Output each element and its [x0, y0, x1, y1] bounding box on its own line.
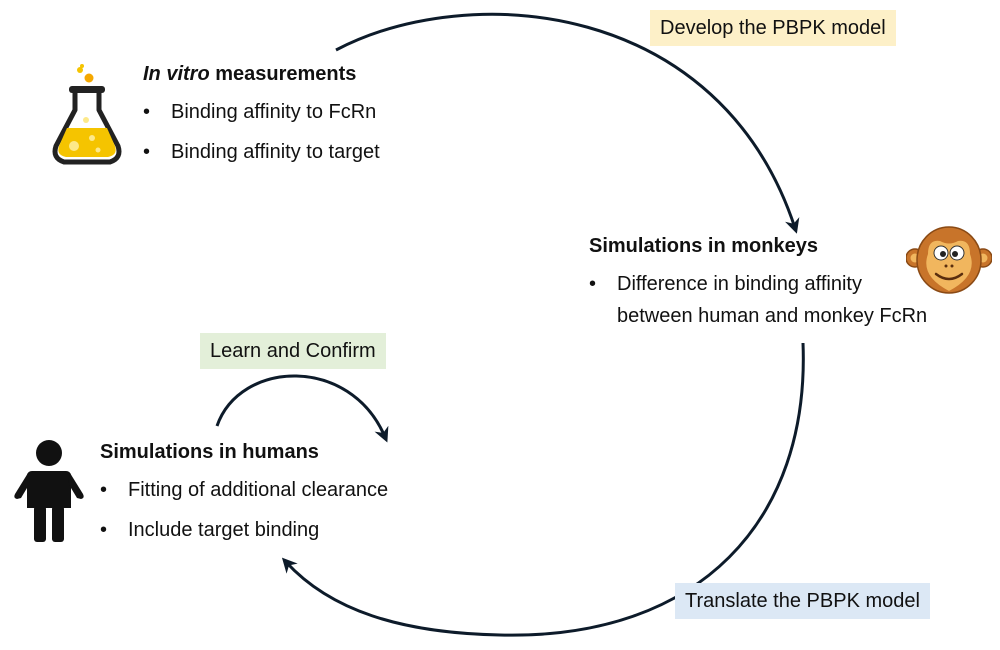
translate-label: Translate the PBPK model — [675, 583, 930, 619]
monkey-face-icon — [906, 226, 992, 294]
in-vitro-title: In vitro measurements — [143, 63, 380, 86]
in-vitro-block: In vitro measurements Binding affinity t… — [143, 63, 380, 180]
in-vitro-bullet: Binding affinity to target — [143, 140, 380, 164]
humans-title: Simulations in humans — [100, 441, 319, 463]
humans-bullet: Include target binding — [100, 518, 388, 542]
learn-confirm-arrow — [215, 374, 389, 443]
learn-confirm-label: Learn and Confirm — [200, 333, 386, 369]
flask-icon — [52, 64, 122, 165]
person-icon — [14, 440, 84, 542]
monkeys-title: Simulations in monkeys — [589, 235, 818, 257]
in-vitro-title-rest: measurements — [209, 63, 357, 85]
in-vitro-bullets: Binding affinity to FcRn Binding affinit… — [143, 100, 380, 164]
translate-arrow — [281, 342, 805, 637]
humans-bullet: Fitting of additional clearance — [100, 478, 388, 502]
monkeys-block: Simulations in monkeys Difference in bin… — [589, 235, 927, 328]
humans-block: Simulations in humans Fitting of additio… — [100, 441, 388, 558]
develop-arrow — [335, 12, 800, 234]
monkeys-bullet-continuation: between human and monkey FcRn — [617, 305, 928, 327]
in-vitro-title-italic: In vitro — [143, 63, 210, 85]
develop-label: Develop the PBPK model — [650, 10, 896, 46]
in-vitro-bullet: Binding affinity to FcRn — [143, 100, 380, 124]
monkeys-bullets: Difference in binding affinity — [589, 272, 927, 296]
humans-bullets: Fitting of additional clearance Include … — [100, 478, 388, 542]
monkeys-bullet: Difference in binding affinity — [589, 272, 927, 296]
